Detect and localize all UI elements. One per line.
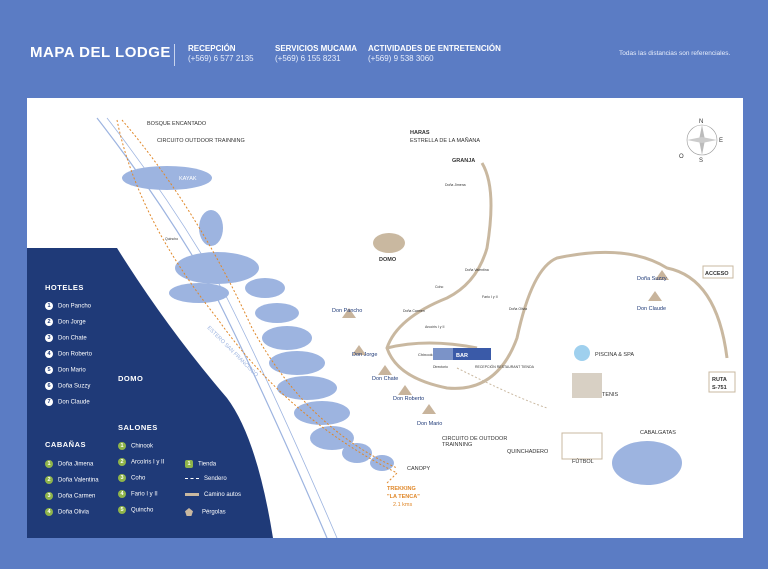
pool-icon[interactable] [574, 345, 590, 361]
contact-phone[interactable]: (+569) 6 577 2135 [188, 54, 254, 63]
label-hotel-suzzy: Doña Suzzy [637, 276, 667, 282]
label-cab-carmen: Doña Carmen [403, 309, 425, 313]
label-cab-valentina: Doña Valentina [465, 268, 489, 272]
label-circuito-1: CIRCUITO DE OUTDOOR [442, 436, 507, 442]
label-hotel-roberto: Don Roberto [393, 396, 424, 402]
map-canvas: BOSQUE ENCANTADO CIRCUITO OUTDOOR TRAINN… [27, 98, 743, 539]
label-futbol: FÚTBOL [572, 458, 594, 465]
label-tenis: TENIS [602, 392, 619, 398]
distance-note: Todas las distancias son referenciales. [619, 50, 731, 57]
pond-lake [612, 441, 682, 485]
label-quinchadero: QUINCHADERO [507, 449, 549, 455]
chinook-building[interactable] [433, 348, 453, 360]
roads [385, 162, 729, 390]
label-kayak: KAYAK [179, 176, 197, 182]
label-cab-jimena: Doña Jimena [445, 183, 466, 187]
contact-label: ACTIVIDADES DE ENTRETENCIÓN [368, 44, 501, 53]
header-divider [174, 44, 175, 66]
domo-icon[interactable] [373, 233, 405, 253]
compass-o: O [679, 154, 684, 160]
label-domo: DOMO [379, 257, 397, 263]
label-haras-sub: ESTRELLA DE LA MAÑANA [410, 137, 480, 144]
label-fario: Fario I y II [482, 295, 498, 299]
label-directorio: Directorio [433, 365, 448, 369]
contact-phone[interactable]: (+569) 9 538 3060 [368, 54, 434, 63]
trail-path [121, 119, 398, 469]
contact-phone[interactable]: (+569) 6 155 8231 [275, 54, 341, 63]
label-arcoiris: Arcoíris I y II [425, 325, 444, 329]
contact-label: RECEPCIÓN [188, 44, 236, 53]
trail-path [116, 119, 398, 484]
compass-icon [686, 124, 718, 156]
label-canopy: CANOPY [407, 466, 431, 472]
tennis-court[interactable] [572, 373, 602, 398]
futbol-field[interactable] [561, 432, 603, 460]
contact-recepcion: RECEPCIÓN (+569) 6 577 2135 [188, 44, 254, 64]
legend-panel [27, 248, 273, 538]
label-trekking-dist: 2.1 kms [393, 502, 413, 508]
header: MAPA DEL LODGE RECEPCIÓN (+569) 6 577 21… [0, 0, 768, 98]
label-haras: HARAS [410, 130, 430, 136]
label-trekking-1: TREKKING [387, 486, 416, 492]
lodge-map[interactable]: BOSQUE ENCANTADO CIRCUITO OUTDOOR TRAINN… [27, 98, 743, 539]
hotel-markers[interactable] [342, 270, 669, 414]
bar-building[interactable] [453, 348, 467, 360]
sendero-path [456, 367, 548, 409]
label-hotel-pancho: Don Pancho [332, 308, 362, 314]
label-chinook: Chinook [418, 352, 433, 357]
label-ruta-2: S-751 [712, 385, 727, 391]
map-title: MAPA DEL LODGE [30, 44, 171, 61]
label-trekking-2: "LA TENCA" [387, 494, 420, 500]
compass-e: E [719, 138, 723, 144]
label-acceso: ACCESO [705, 271, 729, 277]
ponds [122, 166, 682, 485]
label-hotel-jorge: Don Jorge [352, 352, 377, 358]
label-circuito-2: TRAINNING [442, 442, 472, 448]
label-quincho: Quincho [165, 237, 178, 241]
label-circuito-top: CIRCUITO OUTDOOR TRAINNING [157, 138, 245, 144]
label-ruta-1: RUTA [712, 377, 727, 383]
label-bar: BAR [456, 353, 468, 359]
contact-label: SERVICIOS MUCAMA [275, 44, 358, 53]
label-recepcion: RECEPCIÓN RESTAURANT TIENDA [475, 364, 535, 369]
acceso-box [702, 265, 734, 279]
compass-n: N [699, 119, 703, 125]
label-piscina: PISCINA & SPA [595, 352, 634, 358]
contact-mucama: SERVICIOS MUCAMA (+569) 6 155 8231 [275, 44, 357, 64]
label-hotel-claude: Don Claude [637, 306, 666, 312]
label-coho: Coho [435, 285, 443, 289]
label-hotel-mario: Don Mario [417, 421, 442, 427]
label-bosque: BOSQUE ENCANTADO [147, 121, 207, 127]
label-cab-olivia: Doña Olivia [509, 307, 527, 311]
label-granja: GRANJA [452, 158, 475, 164]
label-hotel-chate: Don Chate [372, 376, 398, 382]
ruta-box [708, 371, 736, 393]
compass-s: S [699, 158, 703, 164]
label-cabalgatas: CABALGATAS [640, 430, 676, 436]
recepcion-building[interactable] [467, 348, 491, 360]
contact-actividades: ACTIVIDADES DE ENTRETENCIÓN (+569) 9 538… [368, 44, 501, 64]
